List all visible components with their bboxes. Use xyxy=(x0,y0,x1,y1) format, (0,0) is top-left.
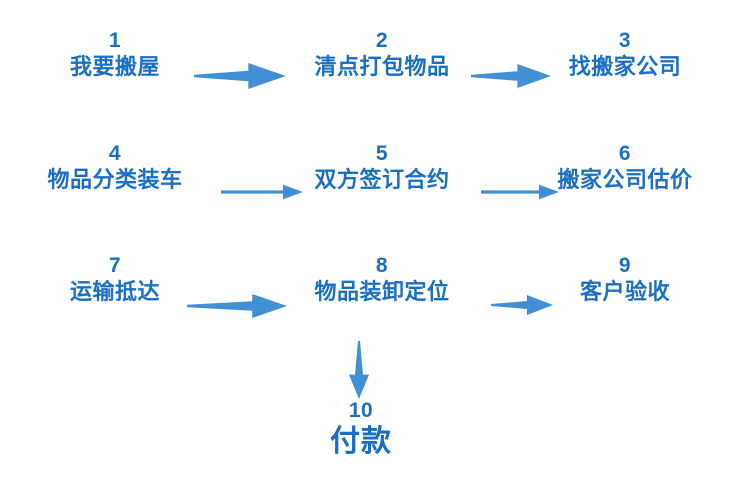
arrow-step8-to-step9 xyxy=(491,295,553,315)
step-label-1: 我要搬屋 xyxy=(69,54,161,80)
step-number-9: 9 xyxy=(618,254,632,277)
step-label-4: 物品分类装车 xyxy=(47,167,183,193)
arrow-step5-to-step6 xyxy=(481,184,559,200)
arrow-step1-to-step2 xyxy=(194,63,286,89)
step-number-3: 3 xyxy=(618,29,632,52)
step-number-1: 1 xyxy=(108,29,122,52)
step-label-3: 找搬家公司 xyxy=(568,54,682,80)
step-number-10: 10 xyxy=(348,399,374,422)
arrow-step7-to-step8 xyxy=(187,294,287,318)
step-label-6: 搬家公司估价 xyxy=(557,167,693,193)
flow-step-10: 10 付款 xyxy=(330,399,392,463)
arrow-step8-to-step10 xyxy=(349,341,369,399)
step-number-5: 5 xyxy=(375,142,389,165)
step-label-5: 双方签订合约 xyxy=(314,167,450,193)
step-number-4: 4 xyxy=(108,142,122,165)
step-number-2: 2 xyxy=(375,29,389,52)
step-label-7: 运输抵达 xyxy=(69,279,161,305)
step-number-6: 6 xyxy=(618,142,632,165)
arrow-step2-to-step3 xyxy=(471,64,551,88)
step-label-9: 客户验收 xyxy=(579,279,671,305)
step-label-2: 清点打包物品 xyxy=(314,54,450,80)
step-number-8: 8 xyxy=(375,254,389,277)
step-label-10: 付款 xyxy=(330,425,392,459)
step-label-8: 物品装卸定位 xyxy=(314,279,450,305)
arrow-step4-to-step5 xyxy=(221,184,303,200)
step-number-7: 7 xyxy=(108,254,122,277)
